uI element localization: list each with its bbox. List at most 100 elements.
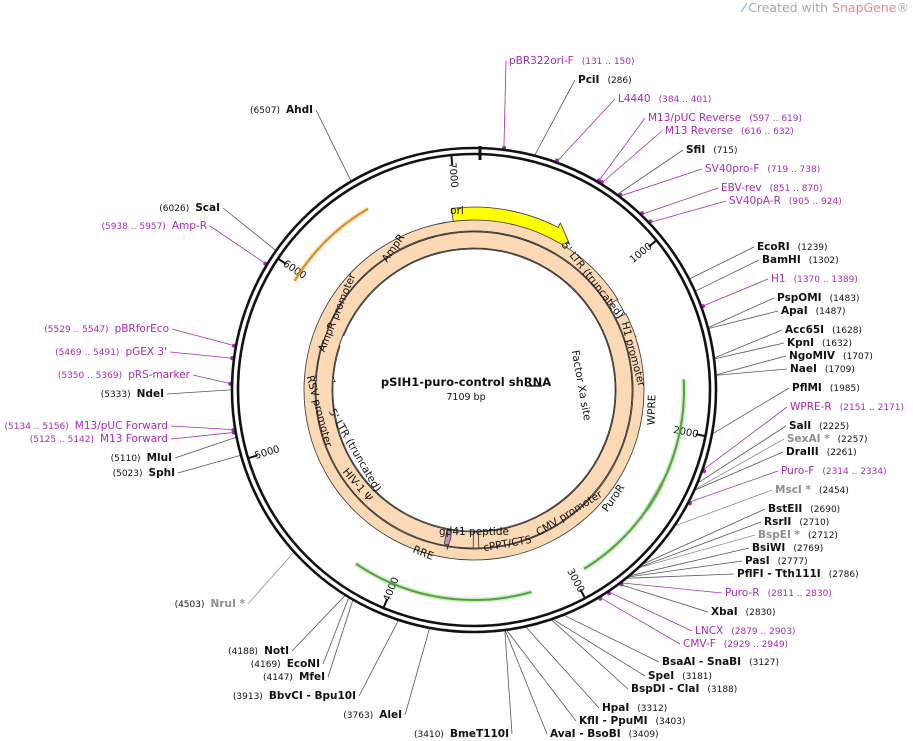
site-label[interactable]: (4147) MfeI	[263, 671, 325, 683]
site-label[interactable]: HpaI(3312)	[602, 702, 667, 714]
primer-label[interactable]: (5134 .. 5156)M13/pUC Forward	[5, 420, 168, 432]
primer-label[interactable]: CMV-F(2929 .. 2949)	[683, 638, 788, 650]
site-position: (2769)	[793, 544, 823, 554]
primer-label[interactable]: (5529 .. 5547)pBRforEco	[44, 323, 169, 335]
site-name: KpnI	[787, 337, 814, 349]
site-label[interactable]: SexAI *(2257)	[787, 433, 868, 445]
feature-cppt-cts[interactable]	[315, 231, 633, 549]
primer-label[interactable]: M13 Reverse(616 .. 632)	[665, 125, 794, 137]
site-label[interactable]: EcoRI(1239)	[757, 241, 828, 253]
primer-leader	[209, 225, 268, 265]
primer-label[interactable]: SV40pro-F(719 .. 738)	[705, 163, 820, 175]
site-position: (4147)	[263, 673, 293, 683]
site-label[interactable]: (5333)NdeI	[101, 388, 164, 400]
primer-leader	[619, 168, 703, 197]
primer-label[interactable]: pBR322ori-F(131 .. 150)	[509, 55, 635, 67]
site-label[interactable]: RsrII(2710)	[764, 516, 829, 528]
site-label[interactable]: BspDI - ClaI(3188)	[631, 683, 737, 695]
site-label[interactable]: AvaI - BsoBI(3409)	[550, 728, 659, 740]
site-label[interactable]: PflMI(1985)	[792, 382, 860, 394]
site-name: MfeI	[299, 671, 325, 683]
primer-leader	[599, 596, 681, 645]
site-leader	[534, 79, 576, 156]
site-label[interactable]: (4503)NruI *	[175, 598, 246, 610]
site-label[interactable]: (6507)AhdI	[250, 104, 313, 116]
site-label[interactable]: MscI *(2454)	[775, 484, 849, 496]
site-label[interactable]: SpeI(3181)	[648, 670, 712, 682]
site-name: DraIII	[786, 446, 819, 458]
site-label[interactable]: PciI(286)	[578, 74, 632, 86]
primer-position: (384 .. 401)	[659, 95, 712, 105]
site-label[interactable]: NgoMIV(1707)	[789, 350, 873, 362]
site-name: NotI	[264, 645, 289, 657]
feature-gp41-peptide[interactable]	[443, 526, 452, 550]
primer-label[interactable]: WPRE-R(2151 .. 2171)	[790, 401, 904, 413]
primer-name: L4440	[618, 93, 651, 105]
feature-label-wpre: WPRE	[645, 394, 658, 425]
site-leader	[626, 573, 735, 579]
primer-position: (5938 .. 5957)	[102, 222, 166, 232]
site-position: (2454)	[819, 486, 849, 496]
site-label[interactable]: BsiWI(2769)	[752, 542, 823, 554]
site-label[interactable]: (4169)EcoNI	[251, 658, 320, 670]
site-label[interactable]: XbaI(2830)	[711, 606, 776, 618]
site-label[interactable]: NaeI(1709)	[790, 363, 855, 375]
site-position: (5333)	[101, 390, 131, 400]
site-label[interactable]: SfiI(715)	[686, 144, 737, 156]
primer-label[interactable]: (5125 .. 5142)M13 Forward	[30, 433, 168, 445]
site-label[interactable]: DraIII(2261)	[786, 446, 857, 458]
plasmid-name: pSIH1-puro-control shRNA	[381, 375, 551, 389]
site-name: BmeT110I	[450, 728, 509, 740]
site-label[interactable]: KflI - PpuMI(3403)	[579, 715, 685, 727]
primer-label[interactable]: EBV-rev(851 .. 870)	[721, 182, 822, 194]
site-name: BspEI *	[758, 529, 801, 541]
primer-position: (5529 .. 5547)	[44, 325, 108, 335]
site-label[interactable]: BsaAI - SnaBI(3127)	[662, 656, 779, 668]
primer-position: (2879 .. 2903)	[731, 627, 795, 637]
site-leader	[247, 551, 295, 605]
feature-5-ltr-truncated[interactable]	[314, 230, 634, 550]
site-label[interactable]: (6026)ScaI	[159, 202, 220, 214]
site-label[interactable]: (3763)AleI	[343, 709, 402, 721]
site-leader	[174, 436, 237, 459]
primer-label[interactable]: (5469 .. 5491)pGEX 3'	[55, 346, 167, 358]
site-label[interactable]: BspEI *(2712)	[758, 529, 838, 541]
site-label[interactable]: (4188)NotI	[228, 645, 289, 657]
primer-position: (5125 .. 5142)	[30, 435, 94, 445]
primer-label[interactable]: L4440 (384 .. 401)	[618, 93, 711, 105]
primer-label[interactable]: LNCX(2879 .. 2903)	[695, 625, 796, 637]
primer-label[interactable]: Puro-F(2314 .. 2334)	[781, 465, 887, 477]
primer-label[interactable]: (5350 .. 5369)pRS-marker	[58, 369, 191, 381]
site-label[interactable]: (5023)SphI	[113, 467, 175, 479]
site-name: PflMI	[792, 382, 822, 394]
primer-label[interactable]: SV40pA-R(905 .. 924)	[729, 195, 842, 207]
primer-label[interactable]: Puro-R(2811 .. 2830)	[725, 587, 832, 599]
primer-label[interactable]: (5938 .. 5957)Amp-R	[102, 220, 207, 232]
plasmid-size: 7109 bp	[446, 392, 485, 403]
site-label[interactable]: PspOMI(1483)	[777, 292, 860, 304]
site-label[interactable]: KpnI(1632)	[787, 337, 852, 349]
site-label[interactable]: BamHI(1302)	[762, 254, 839, 266]
primer-leader	[169, 351, 235, 359]
site-label[interactable]: (3913)BbvCI - Bpu10I	[233, 690, 356, 702]
primer-leader	[620, 582, 723, 594]
site-label[interactable]: PasI(2777)	[745, 555, 808, 567]
site-label[interactable]: (5110)MluI	[111, 452, 172, 464]
primer-name: H1	[771, 273, 786, 285]
site-name: PspOMI	[777, 292, 822, 304]
site-label[interactable]: ApaI(1487)	[781, 305, 846, 317]
site-position: (3410)	[414, 730, 444, 740]
site-label[interactable]: Acc65I(1628)	[785, 324, 862, 336]
tick-mark	[450, 154, 454, 166]
site-label[interactable]: BstEII(2690)	[768, 503, 840, 515]
primer-label[interactable]: H1(1370 .. 1389)	[771, 273, 858, 285]
site-label[interactable]: (3410) BmeT110I	[414, 728, 509, 740]
site-label[interactable]: PflFI - Tth111I(2786)	[737, 568, 859, 580]
primer-leader	[600, 130, 663, 185]
primer-label[interactable]: M13/pUC Reverse(597 .. 619)	[648, 112, 802, 124]
site-position: (286)	[607, 76, 631, 86]
site-label[interactable]: SalI(2225)	[789, 420, 849, 432]
site-position: (1628)	[832, 326, 862, 336]
primer-name: pRS-marker	[128, 369, 191, 381]
